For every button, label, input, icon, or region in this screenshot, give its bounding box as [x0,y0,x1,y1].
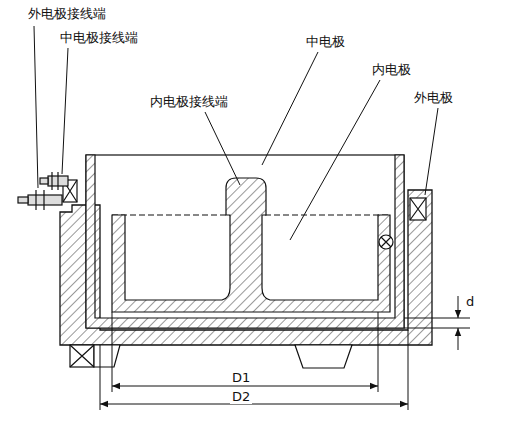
dimension-label: d [464,294,476,309]
dimension-label: D2 [230,389,252,404]
part-label: 内电极 [370,62,413,77]
leader-line [34,26,438,240]
terminal-label: 内电极接线端 [148,94,230,109]
part-label: 外电极 [412,90,455,105]
foot [94,345,352,368]
insulator [63,180,426,367]
inner-electrode [112,178,390,312]
part-label: 中电极 [304,34,347,49]
terminal-label: 外电极接线端 [26,6,108,21]
dimension-line [100,296,470,410]
terminal [18,172,68,210]
terminal-label: 中电极接线端 [58,30,140,45]
dimension-label: D1 [230,370,252,385]
middle-electrode [86,155,404,328]
